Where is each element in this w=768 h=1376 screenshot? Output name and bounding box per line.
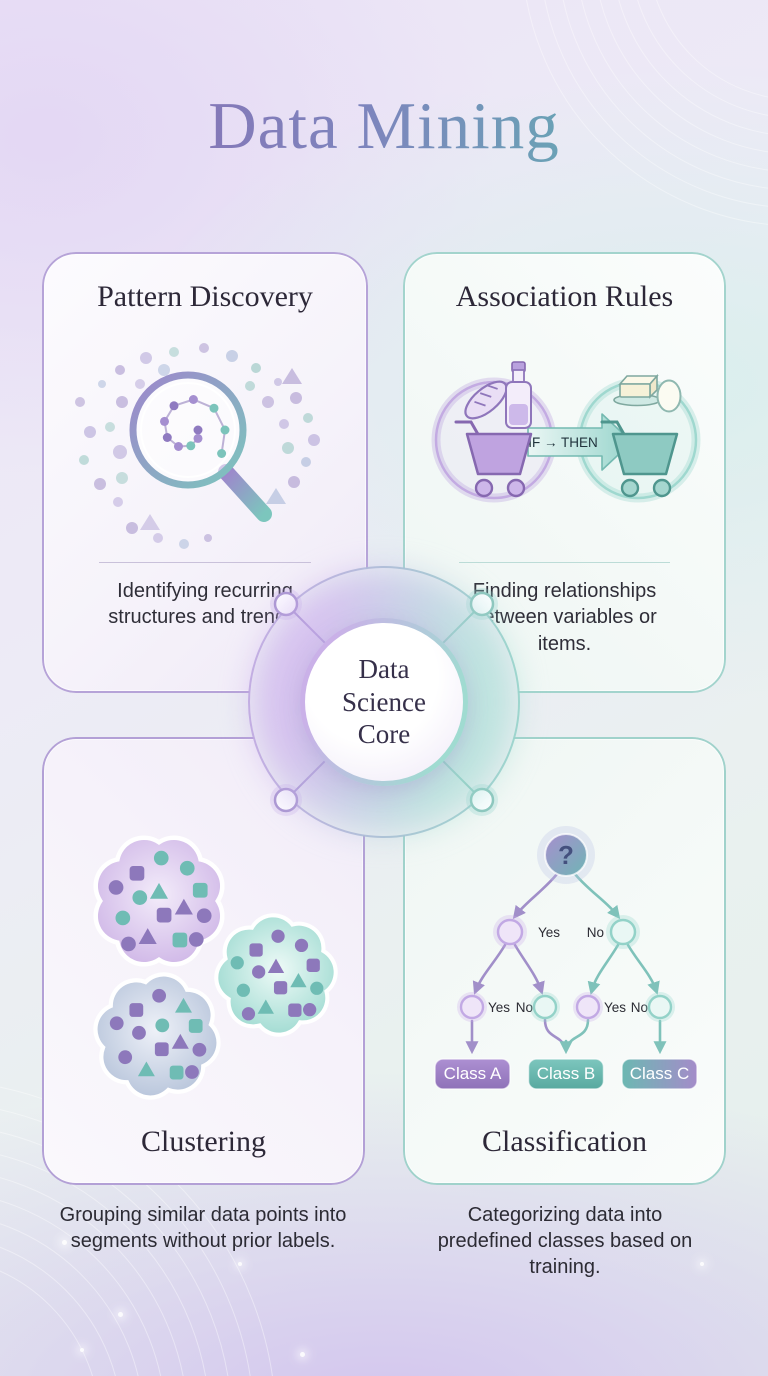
purple-cart-icon: [454, 361, 533, 498]
branch3-no-label: No: [631, 1000, 648, 1015]
association-carts-icon: IF → THEN: [431, 361, 701, 503]
if-then-label: IF → THEN: [528, 435, 598, 450]
root-node: ?: [537, 826, 595, 884]
clustering-description: Grouping similar data points into segmen…: [59, 1204, 347, 1252]
hub-label-line1: Data: [358, 653, 410, 684]
blue-cluster: [87, 966, 228, 1101]
page-title: Data Mining: [0, 88, 768, 165]
sparkle-dot: [80, 1348, 84, 1352]
association-rules-card: Association Rules IF → THEN: [403, 252, 726, 693]
magnifying-glass: [129, 371, 272, 522]
association-rules-title: Association Rules: [455, 280, 674, 313]
sparkle-dot: [300, 1352, 305, 1357]
class-c-label: Class C: [630, 1064, 690, 1083]
clustering-title: Clustering: [141, 1125, 266, 1158]
teal-cluster: [204, 902, 350, 1047]
sparkle-dot: [700, 1262, 704, 1266]
decision-tree-icon: ? Yes No Yes No Yes No Class A: [434, 826, 698, 1090]
if-then-arrow: IF → THEN: [527, 413, 633, 471]
hub-label: Data Science Core: [305, 623, 463, 781]
clusters-icon: [44, 739, 367, 1101]
butter-icon: [613, 373, 661, 407]
branch1-no-label: No: [587, 925, 604, 940]
sparkle-dot: [238, 1262, 242, 1266]
tree-branches: [465, 872, 667, 1055]
teal-cart-icon: [600, 373, 682, 498]
branch3-yes-label: Yes: [604, 1000, 626, 1015]
branch2-no-label: No: [516, 1000, 533, 1015]
scattered-dots: [75, 343, 320, 549]
class-b-label: Class B: [537, 1064, 596, 1083]
divider: [459, 562, 670, 563]
divider: [98, 562, 312, 563]
hub-ring: Data Science Core: [300, 618, 468, 786]
classification-title: Classification: [482, 1125, 647, 1158]
branch1-yes-label: Yes: [538, 925, 560, 940]
sparkle-dot: [118, 1312, 123, 1317]
level3-nodes: Yes No Yes No: [457, 992, 675, 1022]
bread-icon: [464, 380, 508, 420]
egg-icon: [656, 379, 682, 413]
pattern-discovery-title: Pattern Discovery: [97, 280, 313, 313]
spiral-dots: [160, 395, 230, 458]
purple-cluster: [96, 838, 223, 965]
classification-description: Categorizing data into predefined classe…: [437, 1204, 693, 1278]
class-a-label: Class A: [444, 1064, 502, 1083]
hub-label-line3: Core: [357, 719, 411, 750]
branch2-yes-label: Yes: [488, 1000, 510, 1015]
root-question-mark: ?: [558, 840, 574, 870]
data-science-core-hub: Data Science Core: [254, 572, 514, 832]
hub-label-line2: Science: [342, 686, 426, 717]
class-boxes: Class A Class B Class C: [434, 1058, 698, 1090]
milk-bottle-icon: [505, 361, 532, 429]
magnifier-pattern-icon: [75, 343, 320, 549]
level2-nodes: Yes No: [493, 915, 640, 949]
sparkle-dot: [62, 1240, 67, 1245]
